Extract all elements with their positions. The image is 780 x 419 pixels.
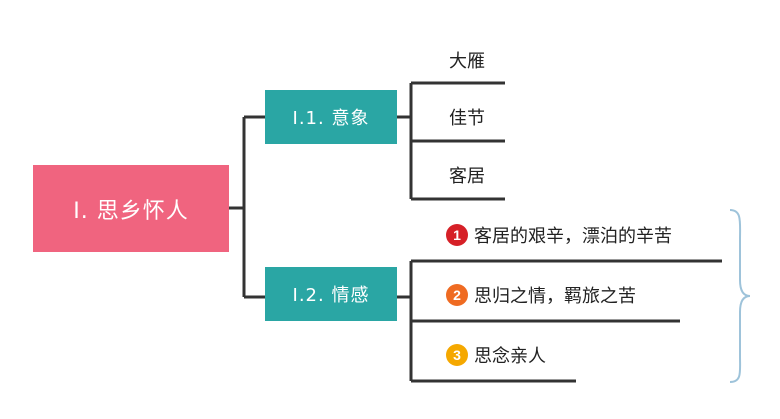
root-label: I. 思乡怀人 (73, 198, 189, 224)
leaf-imagery-3: 客居 (449, 160, 485, 190)
leaf-text: 大雁 (449, 51, 485, 72)
curly-brace (729, 209, 751, 383)
branch-label: I.1. 意象 (292, 108, 370, 129)
leaf-text: 佳节 (449, 108, 485, 129)
number-badge-2: 2 (446, 284, 468, 306)
leaf-text: 客居的艰辛，漂泊的辛苦 (474, 226, 672, 247)
leaf-emotion-1: 1 客居的艰辛，漂泊的辛苦 (446, 220, 672, 250)
branch1-connector (397, 81, 505, 201)
root-node: I. 思乡怀人 (33, 165, 229, 252)
leaf-emotion-3: 3 思念亲人 (446, 340, 546, 370)
branch-node-imagery: I.1. 意象 (265, 90, 397, 144)
leaf-text: 思念亲人 (474, 346, 546, 367)
branch2-connector (397, 259, 722, 383)
leaf-text: 思归之情，羁旅之苦 (474, 286, 636, 307)
leaf-text: 客居 (449, 166, 485, 187)
number-badge-1: 1 (446, 224, 468, 246)
root-connector (229, 115, 265, 299)
leaf-imagery-2: 佳节 (449, 102, 485, 132)
leaf-emotion-2: 2 思归之情，羁旅之苦 (446, 280, 636, 310)
branch-label: I.2. 情感 (292, 285, 370, 306)
branch-node-emotion: I.2. 情感 (265, 267, 397, 321)
number-badge-3: 3 (446, 344, 468, 366)
leaf-imagery-1: 大雁 (449, 45, 485, 75)
